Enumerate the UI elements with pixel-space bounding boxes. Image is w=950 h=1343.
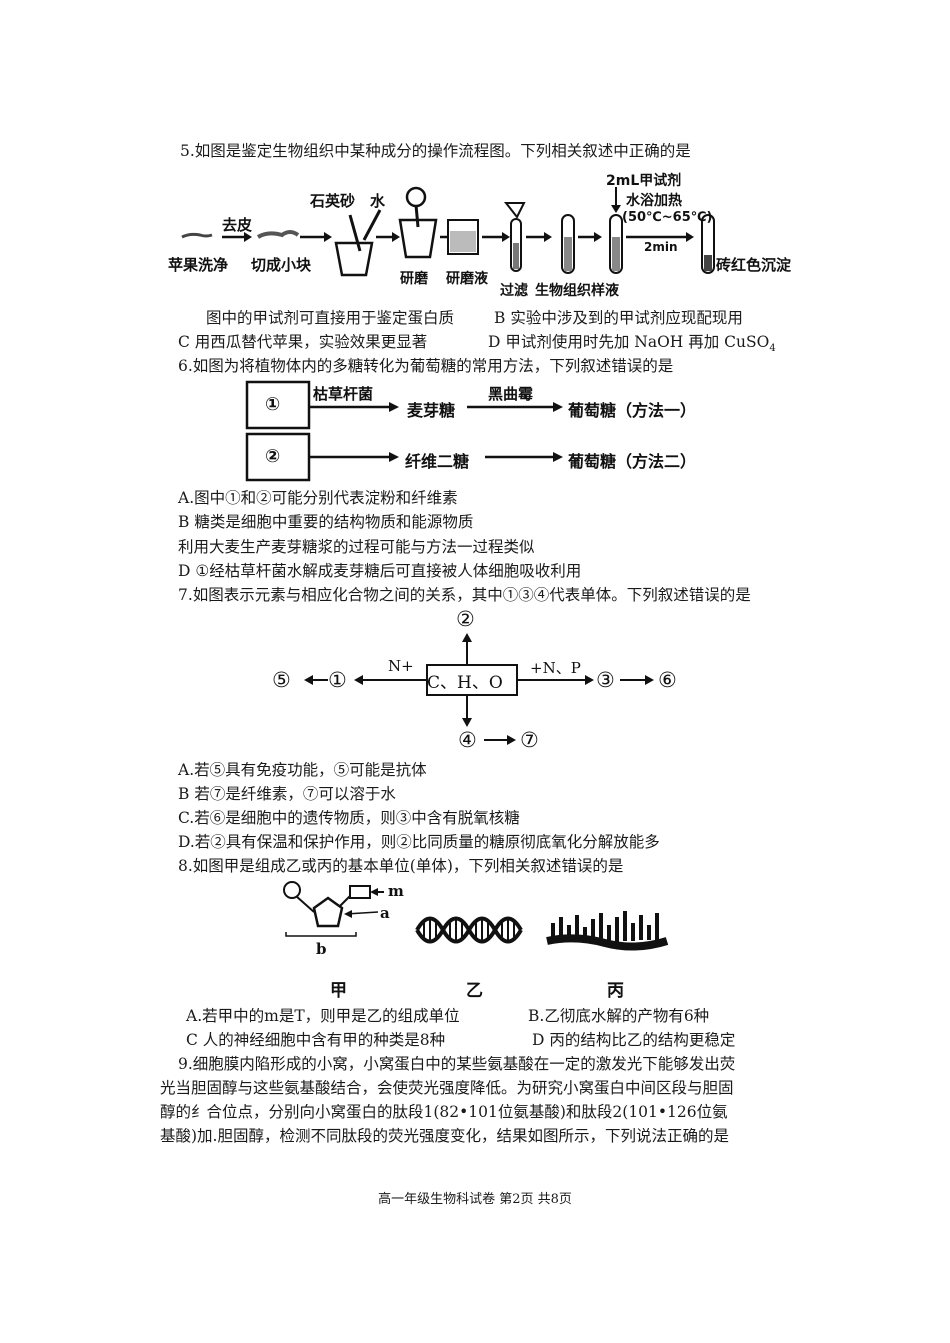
funnel-tube-icon (503, 202, 526, 272)
q6-option-d: D ①经枯草杆菌水解成麦芽糖后可直接被人体细胞吸收利用 (178, 562, 582, 580)
q7-option-d: D.若②具有保温和保护作用，则②比同质量的糖原彻底氧化分解放能多 (178, 833, 660, 851)
q7-option-c: C.若⑥是细胞中的遗传物质，则③中含有脱氧核糖 (178, 809, 520, 827)
label-heat: 水浴加热 (626, 193, 682, 209)
q7-center: C、H、O (427, 673, 503, 693)
label-sample: 生物组织样液 (535, 283, 619, 299)
q6-mold: 黑曲霉 (488, 385, 534, 403)
dna-double-helix-figure (415, 916, 523, 944)
result-tube-icon (701, 214, 715, 274)
q5-stem: 5.如图是鉴定生物组织中某种成分的操作流程图。下列相关叙述中正确的是 (180, 142, 691, 160)
single-strand-figure (546, 911, 669, 951)
q9-line-4: 基酸)加.胆固醇，检测不同肽段的荧光强度变化，结果如图所示，下列说法正确的是 (160, 1127, 729, 1145)
q6-glucose1: 葡萄糖（方法一） (568, 401, 697, 420)
q8-option-c: C 人的神经细胞中含有甲的种类是8种 (186, 1031, 446, 1049)
label-jia: 甲 (330, 981, 347, 1001)
q7-node-5: ⑤ (272, 668, 291, 692)
grinding-icon (398, 186, 438, 259)
q9-line-1: 9.细胞膜内陷形成的小窝，小窝蛋白中的某些氨基酸在一定的激发光下能够发出荧 (178, 1055, 736, 1073)
sample-tube-icon (561, 214, 575, 274)
q6-bacteria: 枯草杆菌 (313, 385, 374, 403)
label-cut: 切成小块 (251, 256, 312, 274)
q6-glucose2: 葡萄糖（方法二） (568, 452, 697, 471)
q7-node-4: ④ (458, 728, 477, 752)
apple-pieces-icon (256, 230, 300, 239)
label-a: a (380, 904, 390, 922)
q6-option-c: 利用大麦生产麦芽糖浆的过程可能与方法一过程类似 (178, 538, 535, 556)
label-bing: 丙 (607, 981, 624, 1001)
q6-box2: ② (265, 446, 281, 467)
label-peel: 去皮 (222, 216, 253, 234)
q7-node-1: ① (328, 668, 347, 692)
q7-node-3: ③ (596, 668, 615, 692)
label-result: 砖红色沉淀 (716, 256, 792, 274)
q7-right-label: +N、P (530, 659, 581, 677)
q6-option-b: B 糖类是细胞中重要的结构物质和能源物质 (178, 513, 474, 531)
q7-node-6: ⑥ (658, 668, 677, 692)
q6-stem: 6.如图为将植物体内的多糖转化为葡萄糖的常用方法，下列叙述错误的是 (178, 357, 674, 375)
q7-left-label: N+ (388, 657, 414, 675)
q9-line-2: 光当胆固醇与这些氨基酸结合，会使荧光强度降低。为研究小窝蛋白中间区段与胆固 (160, 1079, 734, 1097)
q5-option-c: C 用西瓜替代苹果，实验效果更显著 (178, 333, 428, 351)
q6-cellobiose: 纤维二糖 (405, 452, 470, 471)
q6-maltose: 麦芽糖 (407, 401, 456, 420)
label-sand: 石英砂 (310, 192, 356, 210)
q7-node-7: ⑦ (520, 728, 539, 752)
q5-option-d: D 甲试剂使用时先加 NaOH 再加 CuSO4 (488, 333, 776, 355)
q7-option-b: B 若⑦是纤维素，⑦可以溶于水 (178, 785, 396, 803)
label-yi: 乙 (466, 981, 483, 1001)
label-b: b (316, 940, 327, 958)
apple-icon (181, 232, 213, 239)
label-grind: 研磨 (400, 271, 428, 287)
q6-box1: ① (265, 394, 281, 415)
label-temp: (50℃~65℃) (622, 210, 713, 225)
q6-option-a: A.图中①和②可能分别代表淀粉和纤维素 (178, 489, 458, 507)
reagent-tube-icon (609, 187, 623, 274)
q7-diagram (304, 633, 654, 745)
q5-option-a: 图中的甲试剂可直接用于鉴定蛋白质 (206, 309, 455, 327)
label-water: 水 (370, 192, 386, 210)
label-m: m (388, 882, 404, 900)
label-reagent: 2mL甲试剂 (606, 173, 682, 189)
q8-stem: 8.如图甲是组成乙或丙的基本单位(单体)，下列相关叙述错误的是 (178, 857, 624, 875)
label-time: 2min (644, 240, 678, 254)
q7-node-2: ② (456, 607, 475, 631)
label-filter: 过滤 (500, 283, 528, 299)
q7-option-a: A.若⑤具有免疫功能，⑤可能是抗体 (178, 761, 427, 779)
q8-option-d: D 丙的结构比乙的结构更稳定 (532, 1031, 736, 1049)
q7-stem: 7.如图表示元素与相应化合物之间的关系，其中①③④代表单体。下列叙述错误的是 (178, 586, 751, 604)
beaker-icon (447, 219, 479, 255)
label-wash: 苹果洗净 (168, 256, 229, 274)
mortar-icon (334, 209, 382, 277)
q8-option-b: B.乙彻底水解的产物有6种 (528, 1007, 710, 1025)
q8-option-a: A.若甲中的m是T，则甲是乙的组成单位 (186, 1007, 460, 1025)
q9-line-3: 醇的纟合位点，分别向小窝蛋白的肽段1(82•101位氨基酸)和肽段2(101•1… (160, 1103, 728, 1121)
q5-option-b: B 实验中涉及到的甲试剂应现配现用 (494, 309, 743, 327)
page-footer: 高一年级生物科试卷 第2页 共8页 (378, 1192, 572, 1207)
q6-diagram (245, 380, 563, 482)
nucleotide-figure (283, 881, 384, 937)
label-grind-liquid: 研磨液 (446, 271, 488, 287)
q5-flow-diagram (181, 186, 715, 277)
